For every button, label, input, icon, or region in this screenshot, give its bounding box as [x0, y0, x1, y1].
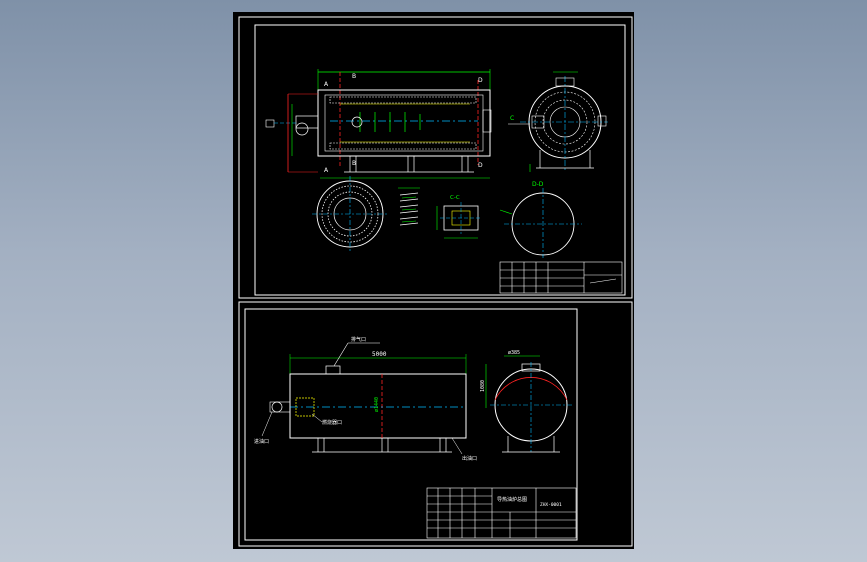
label-left-inlet: 进油口 — [254, 438, 269, 445]
sheet-2: 5000 排气口 ø1440 燃烧器口 进油口 — [238, 301, 633, 547]
sheet-2-outer-border — [238, 301, 633, 547]
end-view-c: C — [508, 71, 608, 172]
sheet-1-inner-border — [254, 24, 626, 296]
sheet-1: A A B B D D — [238, 16, 633, 299]
sheet-2-title-block: 导热油炉总图 ZHX-0001 — [426, 487, 577, 539]
section-marker-c-left: C — [510, 115, 514, 122]
section-marker-d-bottom: D — [478, 162, 483, 169]
section-marker-a-top: A — [324, 81, 329, 88]
dimension-diameter: ø1440 — [374, 397, 380, 412]
longitudinal-section-view: A A B B D D — [265, 69, 492, 179]
label-bottom-right-outlet: 出油口 — [462, 455, 477, 462]
section-title-d-d: D-D — [532, 181, 544, 188]
section-view-d-d: D-D — [499, 181, 582, 258]
section-view-b-b — [398, 187, 420, 226]
section-marker-d-top: D — [478, 77, 483, 84]
label-side-nozzle: 燃烧器口 — [322, 419, 342, 426]
section-marker-b-top: B — [352, 73, 356, 80]
section-view-a-a — [312, 176, 388, 252]
section-marker-b-bottom: B — [352, 160, 356, 167]
section-view-c-c: C-C — [436, 195, 482, 239]
drawing-spec: ZHX-0001 — [540, 502, 562, 508]
end-elevation-view: ø385 1080 — [480, 350, 572, 453]
side-elevation-view: 5000 排气口 ø1440 燃烧器口 进油口 — [254, 336, 477, 462]
sheet-2-inner-border — [244, 308, 578, 541]
model-space-background — [233, 12, 634, 549]
dimension-nozzle-height: 1080 — [480, 380, 486, 392]
dimension-length: 5000 — [372, 351, 387, 358]
drawing-name: 导热油炉总图 — [497, 496, 527, 503]
section-title-c-c: C-C — [450, 195, 460, 201]
sheet-1-outer-border — [238, 16, 633, 299]
label-top-nozzle: 排气口 — [351, 336, 366, 343]
sheet-1-title-block — [499, 261, 623, 294]
dimension-nozzle-width: ø385 — [508, 350, 520, 356]
section-marker-a-bottom: A — [324, 167, 329, 174]
